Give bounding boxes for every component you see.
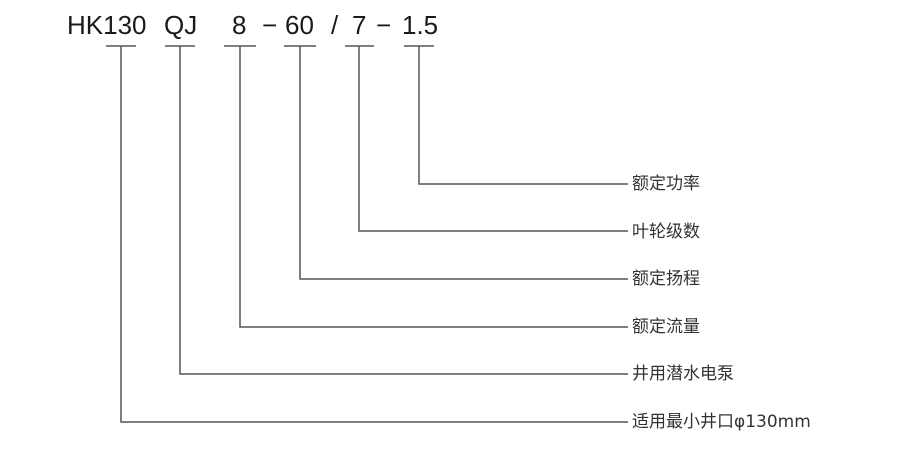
code-dash-2: − bbox=[376, 10, 392, 40]
label-rated-power: 额定功率 bbox=[632, 174, 700, 194]
code-slash: / bbox=[331, 10, 339, 40]
code-power: 1.5 bbox=[402, 10, 439, 40]
code-dash-1: − bbox=[262, 10, 278, 40]
code-head: 60 bbox=[285, 10, 314, 40]
code-flow: 8 bbox=[232, 10, 247, 40]
label-rated-head: 额定扬程 bbox=[632, 269, 700, 289]
code-stages: 7 bbox=[352, 10, 367, 40]
code-qj: QJ bbox=[164, 10, 198, 40]
label-impeller-stages: 叶轮级数 bbox=[632, 222, 700, 242]
label-rated-flow: 额定流量 bbox=[632, 317, 700, 337]
label-min-well-diameter: 适用最小井口φ130mm bbox=[632, 412, 811, 432]
code-hk130: HK130 bbox=[67, 10, 147, 40]
label-pump-type: 井用潜水电泵 bbox=[632, 364, 734, 384]
